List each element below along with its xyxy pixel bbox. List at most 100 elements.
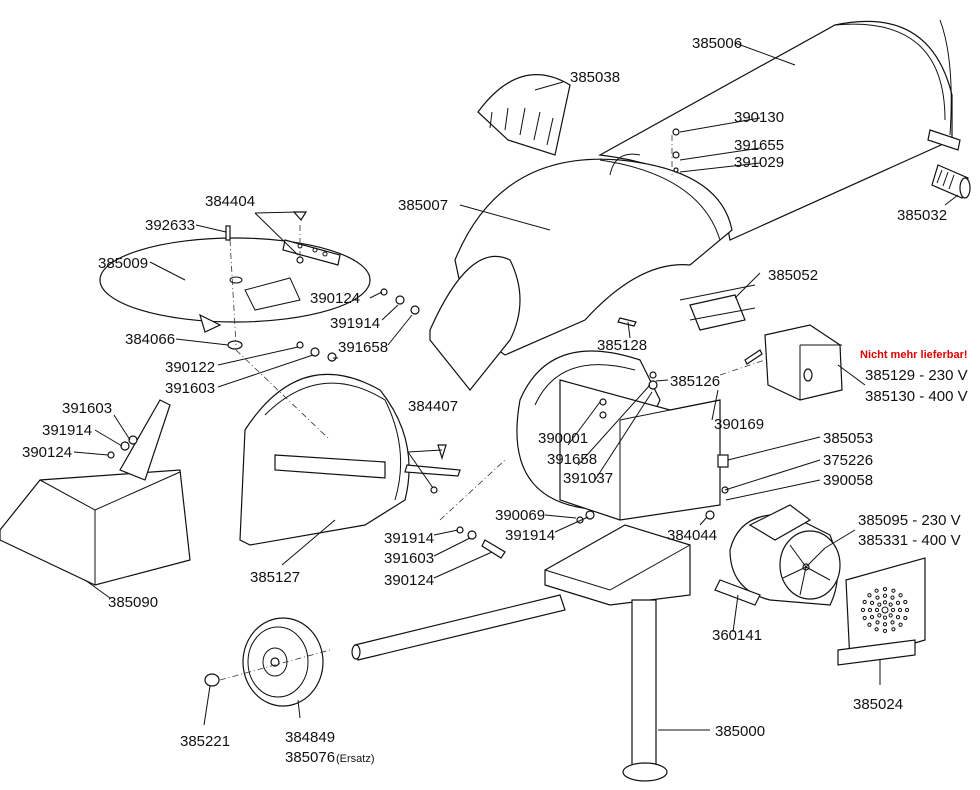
label-384044: 384044 <box>667 527 717 544</box>
label-391914-d: 391914 <box>384 530 434 547</box>
label-391914-b: 391914 <box>42 422 92 439</box>
label-390124-a: 390124 <box>310 290 360 307</box>
label-385331: 385331 - 400 V <box>858 532 961 549</box>
label-384066: 384066 <box>125 331 175 348</box>
sieve-hole <box>882 628 888 634</box>
label-385024: 385024 <box>853 696 903 713</box>
label-385000: 385000 <box>715 723 765 740</box>
leader-lines <box>73 42 959 731</box>
sieve-hole <box>903 599 908 605</box>
sieve-hole <box>877 613 882 618</box>
label-391914-a: 391914 <box>330 315 380 332</box>
sieve-hole <box>904 607 910 613</box>
label-384404: 384404 <box>205 193 255 210</box>
part-384066-washer <box>227 340 243 350</box>
part-384849-wheel <box>242 617 324 707</box>
fasteners <box>107 128 763 559</box>
label-392633: 392633 <box>145 217 195 234</box>
sieve-hole <box>895 615 901 620</box>
label-391037: 391037 <box>563 470 613 487</box>
label-385052: 385052 <box>768 267 818 284</box>
sieve-hole <box>874 627 879 632</box>
label-390169: 390169 <box>714 416 764 433</box>
label-385127: 385127 <box>250 569 300 586</box>
label-391658-b: 391658 <box>547 451 597 468</box>
sieve-hole <box>882 593 888 598</box>
label-391029: 391029 <box>734 154 784 171</box>
sieve-hole <box>867 607 873 613</box>
label-390124-b: 390124 <box>22 444 72 461</box>
sieve-holes <box>860 587 910 634</box>
sieve-hole <box>874 588 879 593</box>
part-385221-cap <box>204 673 220 687</box>
sieve-hole <box>898 622 903 627</box>
assembly-lines <box>219 135 766 681</box>
label-360141: 360141 <box>712 627 762 644</box>
sieve-hole <box>875 595 880 600</box>
sieve-hole <box>897 607 903 613</box>
sieve-hole <box>903 615 908 621</box>
label-385032: 385032 <box>897 207 947 224</box>
sieve-hole <box>860 607 866 613</box>
sieve-hole <box>875 620 880 625</box>
part-385052-terminal-block <box>679 284 756 331</box>
sieve-hole <box>877 602 882 607</box>
part-385024-sieve-plate <box>837 557 926 666</box>
part-385032-grip <box>931 164 971 199</box>
sieve-hole <box>862 599 867 605</box>
sieve-hole <box>891 627 896 632</box>
sieve-hole <box>888 613 893 618</box>
part-labels: 385006 385038 390130 391655 391029 38500… <box>22 35 968 766</box>
sieve-hole <box>882 600 888 605</box>
part-385128-pin <box>617 317 637 327</box>
sieve-hole <box>882 615 888 620</box>
part-392633-pin <box>225 225 231 241</box>
label-391658-a: 391658 <box>338 339 388 356</box>
label-390058: 390058 <box>823 472 873 489</box>
part-385129-switch <box>764 324 843 401</box>
part-384407-bracket <box>404 444 461 494</box>
label-390069: 390069 <box>495 507 545 524</box>
label-385076-note: (Ersatz) <box>336 753 375 765</box>
sieve-hole <box>890 595 895 600</box>
sieve-hole <box>891 588 896 593</box>
label-385009: 385009 <box>98 255 148 272</box>
sieve-hole <box>890 620 895 625</box>
sieve-hole <box>898 593 903 598</box>
part-385090-chute-cover <box>0 399 191 586</box>
label-385130: 385130 - 400 V <box>865 388 968 405</box>
label-385076: 385076 <box>285 749 335 766</box>
sieve-hole <box>869 600 875 605</box>
label-385090: 385090 <box>108 594 158 611</box>
part-motor-base <box>544 524 691 606</box>
sieve-hole <box>882 622 888 627</box>
label-not-available-note: Nicht mehr lieferbar! <box>860 349 968 361</box>
label-385053: 385053 <box>823 430 873 447</box>
part-385127-side-cover <box>239 373 410 546</box>
label-391603-b: 391603 <box>62 400 112 417</box>
label-390001: 390001 <box>538 430 588 447</box>
part-385007-housing <box>429 153 733 391</box>
label-391914-c: 391914 <box>505 527 555 544</box>
label-385007: 385007 <box>398 197 448 214</box>
label-385126: 385126 <box>670 373 720 390</box>
sieve-hole <box>867 593 872 598</box>
part-385053-nut-plate <box>717 454 729 468</box>
label-384849: 384849 <box>285 729 335 746</box>
label-384407: 384407 <box>408 398 458 415</box>
label-391603-a: 391603 <box>165 380 215 397</box>
sieve-hole <box>862 615 867 621</box>
sieve-hole <box>890 607 896 613</box>
label-385038: 385038 <box>570 69 620 86</box>
sieve-hole <box>882 587 888 592</box>
part-axle <box>351 594 566 661</box>
sieve-hole <box>874 607 880 613</box>
sieve-hole <box>895 600 901 605</box>
label-391655: 391655 <box>734 137 784 154</box>
sieve-hole <box>869 615 875 620</box>
label-390124-c: 390124 <box>384 572 434 589</box>
label-385129: 385129 - 230 V <box>865 367 968 384</box>
label-375226: 375226 <box>823 452 873 469</box>
label-385095: 385095 - 230 V <box>858 512 961 529</box>
